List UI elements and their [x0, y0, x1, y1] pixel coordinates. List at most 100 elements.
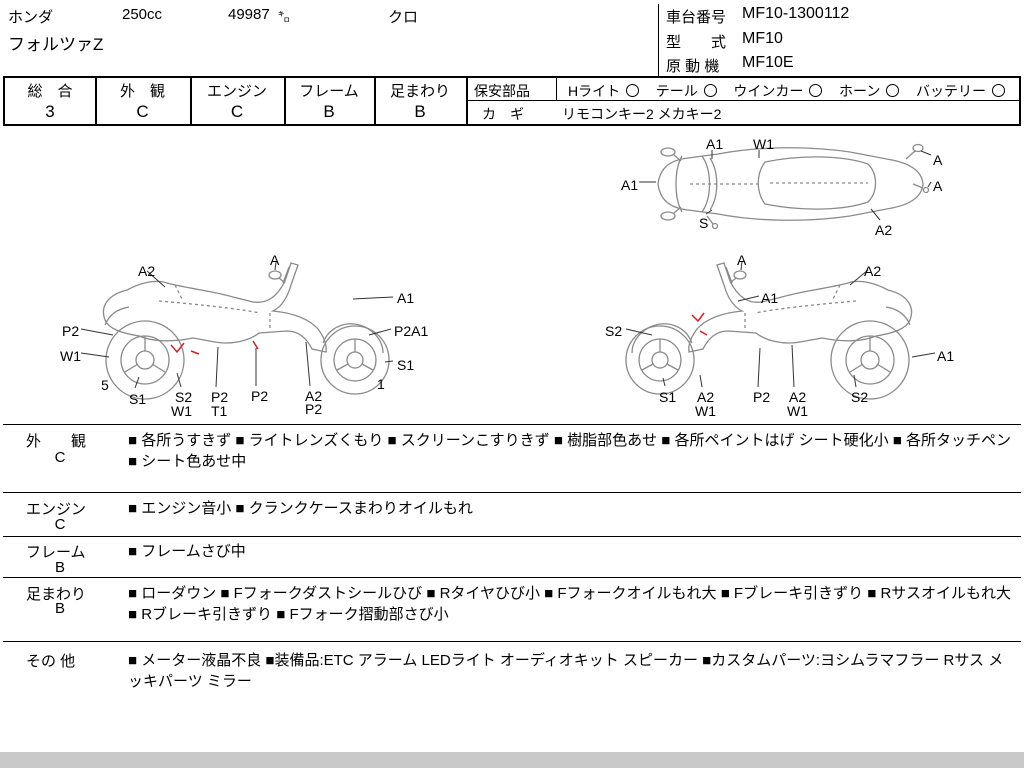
condition-row-label: その 他 [26, 653, 76, 670]
condition-row-text: ■ ローダウン ■ Fフォークダストシールひび ■ Rタイヤひび小 ■ Fフォー… [128, 585, 1012, 623]
status-circle [703, 84, 717, 97]
engine-code-label: 原 動 機 [666, 58, 720, 75]
diagram-label: A [933, 178, 943, 194]
safety-item-label: テール [655, 83, 698, 99]
diagram-label: P2A1 [394, 323, 429, 339]
condition-row-grade: C [54, 449, 66, 466]
scooter-top-view-diagram [639, 143, 932, 230]
safety-item-headlight: Hライト [568, 81, 640, 101]
diagram-label: S1 [129, 391, 147, 407]
status-circle [992, 84, 1005, 97]
safety-item-winker: ウインカー [733, 81, 823, 101]
diagram-label: W1 [60, 348, 81, 364]
grade-cell-overall: 総 合 3 [5, 78, 97, 124]
diagram-label: P2 [62, 323, 80, 339]
diagram-label: A2 [864, 263, 882, 279]
divider-line [3, 577, 1021, 578]
grade-cell-exterior: 外 観 C [95, 78, 192, 124]
divider-line [3, 536, 1021, 537]
diagram-label: W1 [787, 403, 808, 419]
diagram-label: P2 [251, 388, 269, 404]
diagram-label: A [270, 252, 280, 268]
model-code-label: 型 式 [666, 34, 727, 51]
diagram-label: A1 [937, 348, 955, 364]
diagram-label: A [737, 252, 747, 268]
chassis-label: 車台番号 [666, 9, 727, 26]
diagram-label: A2 [138, 263, 156, 279]
diagram-label: S2 [605, 323, 623, 339]
safety-parts-row: 保安部品 Hライト テール ウインカー ホーン バッテリー [466, 78, 1019, 101]
divider-line [556, 78, 557, 100]
diagram-label: P2 [211, 389, 229, 405]
diagram-label: S1 [659, 389, 677, 405]
condition-row-text: ■ 各所うすきず ■ ライトレンズくもり ■ スクリーンこすりきず ■ 樹脂部色… [128, 432, 1012, 470]
header-divider-line [658, 4, 659, 76]
grade-cell-label: 外 観 [119, 83, 165, 100]
diagram-label: 1 [377, 376, 385, 392]
grade-cell-value: B [323, 102, 335, 121]
grade-cell-value: C [136, 102, 149, 121]
divider-line [3, 424, 1021, 425]
divider-line [3, 641, 1021, 642]
safety-item-label: ウインカー [733, 83, 804, 99]
grade-cell-engine: エンジン C [190, 78, 286, 124]
keys-label: カ ギ [482, 106, 524, 122]
diagram-label: A1 [761, 290, 779, 306]
keys-row: カ ギ リモコンキー2 メカキー2 [466, 102, 1019, 123]
model-code-value: MF10 [742, 30, 783, 47]
condition-row-grade: B [54, 559, 65, 576]
condition-row-grade: B [54, 600, 65, 617]
grade-cell-frame: フレーム B [284, 78, 376, 124]
safety-item-battery: バッテリー [916, 81, 1005, 101]
safety-item-horn: ホーン [839, 81, 900, 101]
safety-item-label: Hライト [568, 83, 621, 99]
diagram-label: A1 [397, 290, 415, 306]
grade-cell-value: 3 [45, 102, 55, 121]
grade-cell-undercarriage: 足まわり B [374, 78, 468, 124]
status-circle [809, 84, 823, 97]
diagram-label: A2 [875, 222, 893, 238]
mileage-unit: ㌔ [278, 10, 291, 24]
diagram-label: W1 [753, 136, 774, 152]
safety-item-tail: テール [656, 81, 717, 101]
safety-item-label: ホーン [839, 83, 881, 99]
diagram-label: A2 [789, 389, 807, 405]
chassis-number: MF10-1300112 [742, 5, 850, 22]
keys-value: リモコンキー2 メカキー2 [562, 106, 722, 122]
diagram-label: 5 [101, 377, 109, 393]
diagram-label: P2 [753, 389, 771, 405]
condition-row-label: 足まわり [26, 586, 87, 603]
maker-name: ホンダ [8, 9, 54, 26]
diagram-label: A2 [697, 389, 715, 405]
safety-parts-items: Hライト テール ウインカー ホーン バッテリー [558, 81, 1019, 101]
grade-cell-label: 足まわり [389, 83, 450, 100]
grade-cell-label: 総 合 [27, 83, 73, 100]
condition-row-text: ■ フレームさび中 [128, 543, 246, 560]
safety-item-label: バッテリー [916, 83, 986, 99]
displacement: 250cc [122, 6, 163, 23]
diagram-label: S2 [851, 389, 869, 405]
diagram-label: S2 [175, 389, 193, 405]
grade-cell-value: B [414, 102, 426, 121]
diagram-label: W1 [171, 403, 192, 419]
condition-row-label: エンジン [26, 501, 87, 518]
diagram-label: A1 [706, 136, 724, 152]
diagram-label: S1 [397, 357, 415, 373]
diagram-label: A [933, 152, 943, 168]
diagram-label: W1 [695, 403, 716, 419]
mileage-value: 49987 [228, 6, 270, 23]
grade-cell-label: フレーム [299, 83, 359, 100]
diagram-label: A1 [621, 177, 639, 193]
model-name: フォルツァZ [8, 35, 104, 54]
scooter-left-side-diagram [80, 261, 394, 400]
bottom-gray-strip [0, 752, 1024, 768]
condition-row-label: 外 観 [26, 433, 87, 450]
diagram-label: T1 [211, 403, 228, 419]
divider-line [3, 492, 1021, 493]
diagram-label: S [699, 215, 709, 231]
diagram-label: A2 [305, 388, 323, 404]
status-circle [626, 84, 640, 97]
condition-row-label: フレーム [26, 544, 86, 561]
scooter-right-side-diagram [625, 260, 936, 400]
condition-row-grade: C [54, 516, 66, 533]
